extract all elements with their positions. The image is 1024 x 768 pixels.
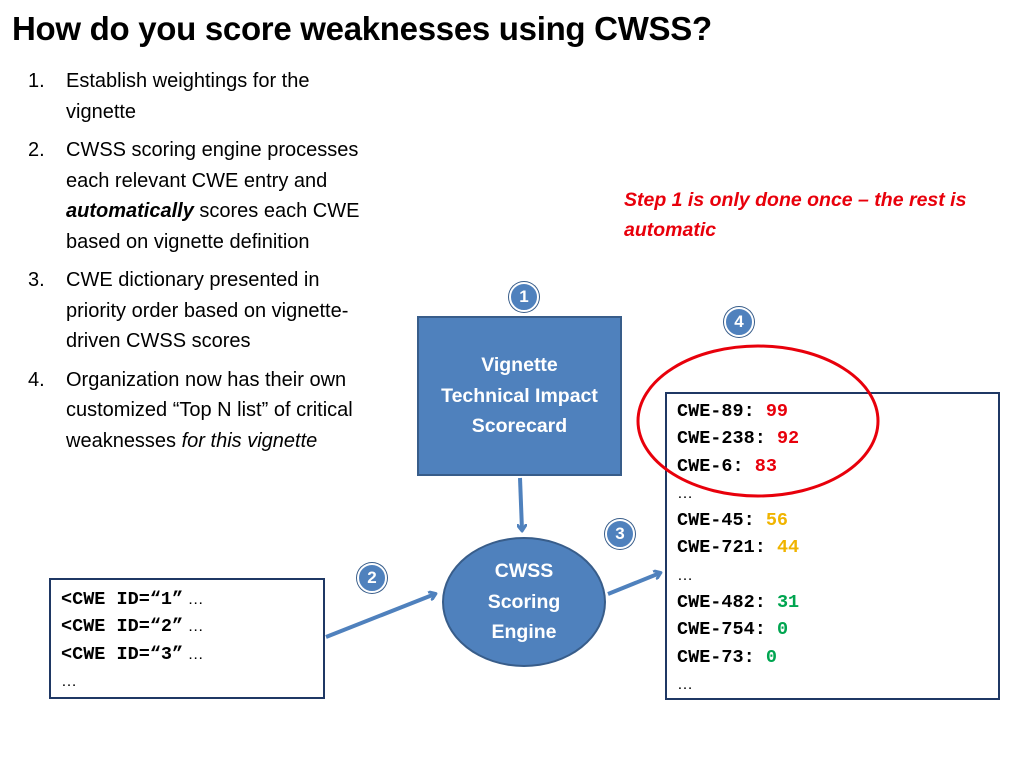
step-emphasis: automatically	[66, 200, 194, 222]
output-ellipsis: …	[677, 675, 693, 693]
output-line: CWE-238: 92	[677, 428, 800, 450]
step-text: Organization now has their own customize…	[66, 368, 353, 452]
step-text: CWSS scoring engine processes each relev…	[66, 139, 359, 192]
score-value: 31	[776, 592, 800, 614]
output-line: CWE-6: 83	[677, 455, 777, 477]
scorecard-line: Scorecard	[471, 415, 568, 438]
score-value: 83	[754, 455, 777, 477]
step-1: 1. Establish weightings for the vignette	[28, 66, 378, 127]
step-number: 2.	[28, 139, 45, 161]
step-3: 3. CWE dictionary presented in priority …	[28, 265, 378, 357]
scorecard-line: Technical Impact	[441, 384, 598, 407]
cwe-output-box: CWE-89: 99 CWE-238: 92 CWE-6: 83 … CWE-4…	[665, 392, 1000, 700]
step-number: 4.	[28, 368, 45, 391]
score-value: 99	[765, 401, 789, 422]
step-badge-4: 4	[724, 307, 754, 337]
scoring-engine-ellipse: CWSS Scoring Engine	[442, 537, 606, 667]
step-badge-2: 2	[357, 563, 387, 593]
output-line: CWE-482: 31	[677, 592, 800, 614]
score-value: 0	[776, 619, 789, 641]
scorecard-line: Vignette	[481, 354, 558, 377]
scorecard-box: Vignette Technical Impact Scorecard	[417, 316, 622, 476]
step-badge-3: 3	[605, 519, 635, 549]
arrow-input-to-engine	[325, 594, 435, 639]
input-line: <CWE ID=“1” …	[61, 589, 204, 610]
step-2: 2. CWSS scoring engine processes each re…	[28, 135, 378, 257]
score-value: 92	[776, 428, 800, 450]
engine-line: Engine	[491, 621, 557, 644]
step-number: 1.	[28, 70, 45, 92]
step-text: CWE dictionary presented in priority ord…	[66, 269, 349, 352]
output-line: CWE-73: 0	[677, 646, 777, 668]
input-line: …	[61, 672, 77, 690]
score-value: 56	[765, 510, 789, 532]
output-ellipsis: …	[677, 484, 693, 502]
output-line: CWE-721: 44	[677, 537, 800, 559]
top-scores-highlight-circle	[636, 344, 880, 498]
output-line: CWE-45: 56	[677, 510, 789, 532]
input-line: <CWE ID=“3” …	[61, 643, 204, 665]
cwe-input-box: <CWE ID=“1” … <CWE ID=“2” … <CWE ID=“3” …	[49, 578, 325, 699]
arrow-engine-to-output	[607, 573, 660, 596]
engine-line: CWSS	[494, 560, 554, 583]
output-line: CWE-754: 0	[677, 619, 789, 641]
step-text: Establish weightings for the vignette	[66, 70, 310, 123]
step-emphasis: for this vignette	[181, 429, 318, 452]
score-value: 0	[765, 646, 777, 668]
arrow-scorecard-to-engine	[520, 477, 522, 530]
step-4: 4. Organization now has their own custom…	[28, 365, 378, 457]
engine-line: Scoring	[487, 590, 561, 613]
step-badge-1: 1	[509, 282, 539, 312]
output-line: CWE-89: 99	[677, 401, 789, 422]
slide-title: How do you score weaknesses using CWSS?	[12, 10, 712, 47]
steps-list: 1. Establish weightings for the vignette…	[28, 66, 378, 464]
step-text-tail: scores each CWE based on vignette defini…	[66, 200, 360, 253]
score-value: 44	[776, 537, 800, 559]
step-number: 3.	[28, 269, 45, 291]
note-text: Step 1 is only done once – the rest is a…	[624, 189, 967, 241]
input-line: <CWE ID=“2” …	[61, 616, 204, 638]
output-ellipsis: …	[677, 566, 693, 584]
